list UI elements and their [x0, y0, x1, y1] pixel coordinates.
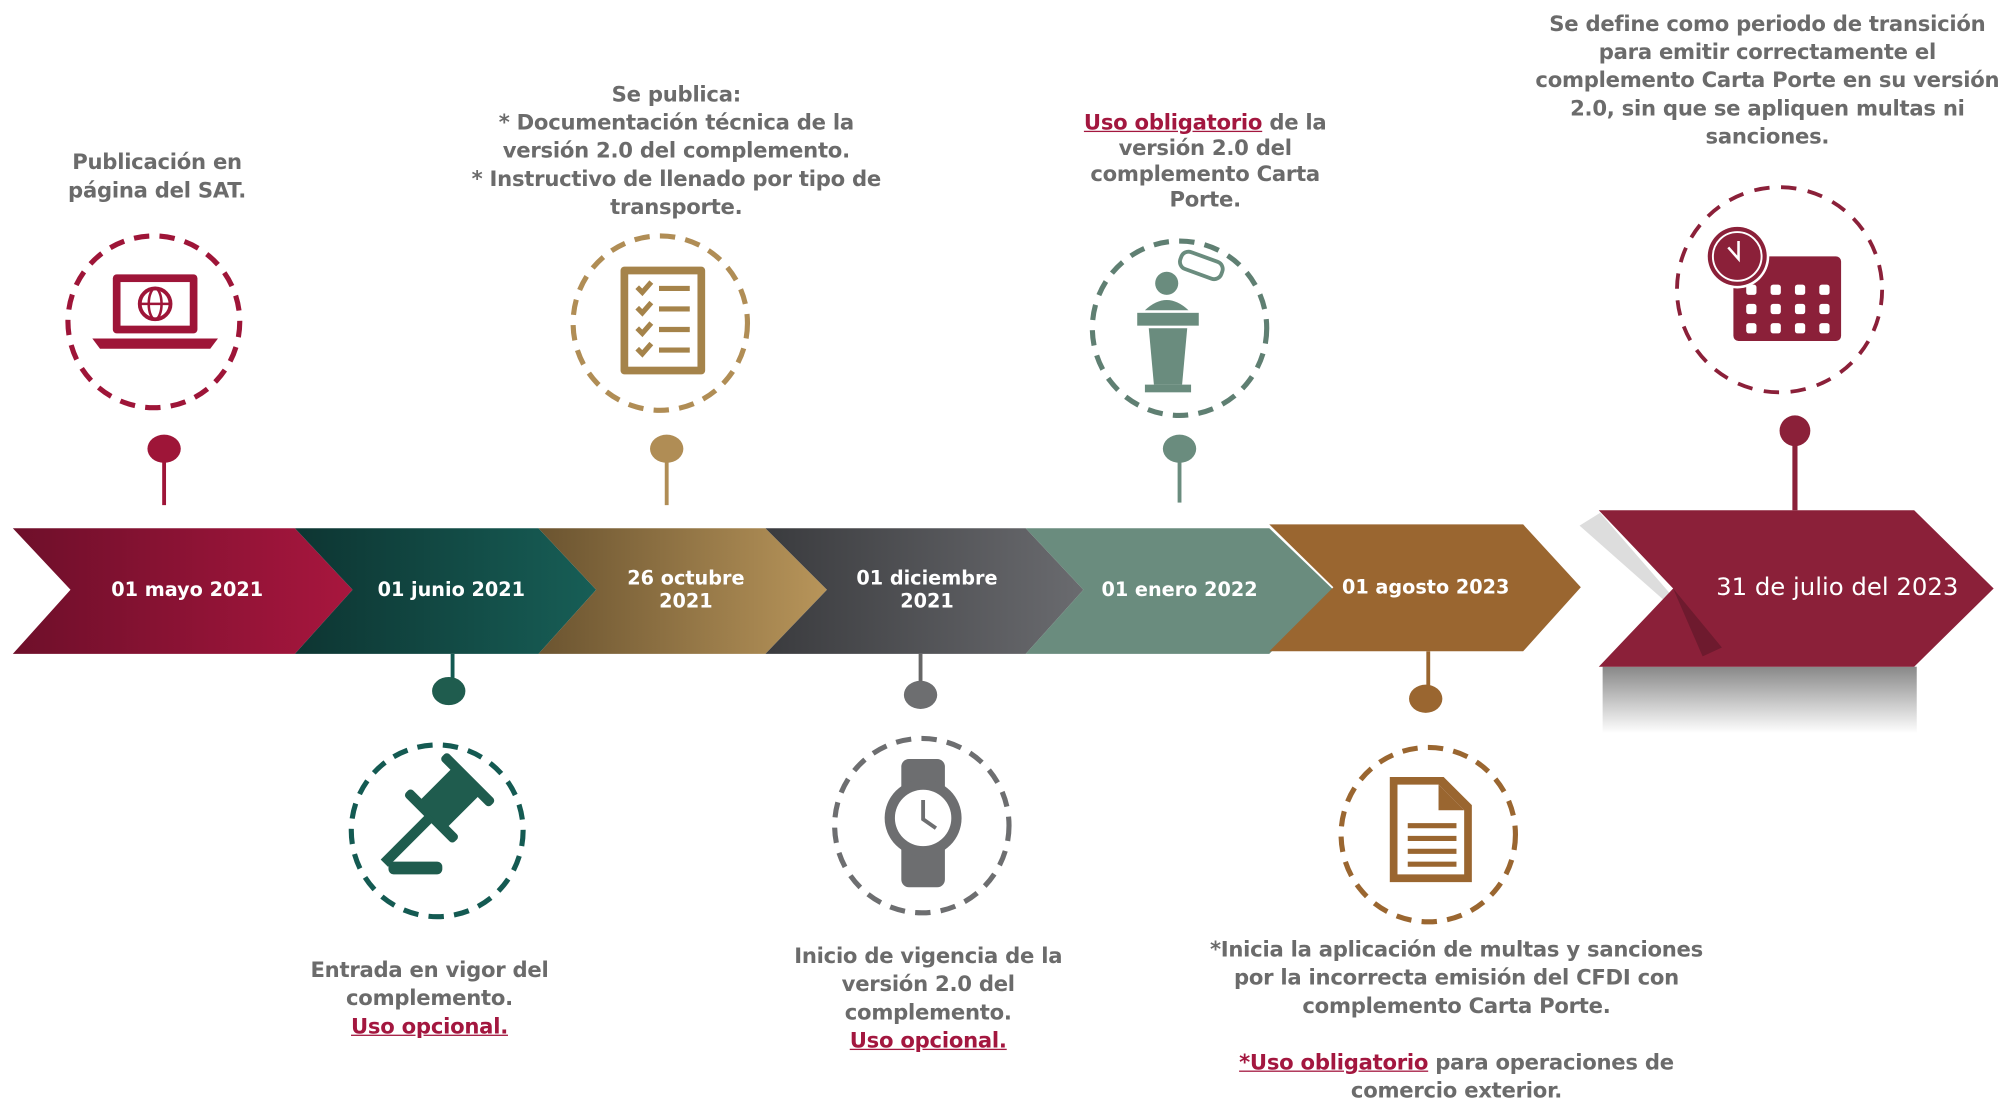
gavel-icon	[348, 742, 526, 920]
date-line: 2021	[900, 589, 954, 613]
description-26-octubre: Se publica: * Documentación técnica de l…	[430, 81, 924, 222]
chevron-01-diciembre	[765, 528, 1084, 654]
pin-brown	[1409, 651, 1443, 713]
date-label-31-julio: 31 de julio del 2023	[1716, 573, 1959, 602]
calendar-clock-icon	[1675, 185, 1885, 395]
chevron-01-mayo	[12, 528, 353, 654]
date-label-01-junio: 01 junio 2021	[377, 578, 526, 602]
description-intro: Se publica:	[611, 82, 742, 107]
description-text: *Inicia la aplicación de multas y sancio…	[1209, 937, 1703, 1018]
description-text: para operaciones de comercio exterior.	[1350, 1050, 1674, 1103]
chevron-01-enero	[1025, 528, 1334, 654]
date-label-01-mayo: 01 mayo 2021	[111, 578, 264, 602]
description-01-diciembre: Inicio de vigencia de la versión 2.0 del…	[780, 942, 1077, 1055]
description-01-enero: Uso obligatorio de la versión 2.0 del co…	[1071, 110, 1340, 213]
date-label-01-agosto: 01 agosto 2023	[1341, 575, 1510, 599]
laptop-globe-icon	[65, 233, 243, 411]
date-line: 26 octubre	[627, 566, 745, 590]
uso-obligatorio-link[interactable]: Uso obligatorio	[1083, 110, 1263, 135]
checklist-icon	[570, 233, 751, 413]
uso-opcional-link[interactable]: Uso opcional.	[351, 1014, 508, 1039]
chevron-01-agosto	[1269, 524, 1581, 652]
pin-teal	[432, 653, 466, 706]
description-31-julio: Se define como periodo de transición par…	[1535, 11, 2000, 149]
chevron-26-octubre	[538, 528, 827, 654]
pin-final	[1779, 415, 1811, 511]
date-line: 2021	[659, 589, 713, 613]
description-01-mayo: Publicación en página del SAT.	[68, 150, 247, 203]
description-01-junio: Entrada en vigor del complemento. Uso opc…	[308, 956, 552, 1041]
description-01-agosto: *Inicia la aplicación de multas y sancio…	[1205, 936, 1708, 1105]
document-icon	[1338, 744, 1519, 925]
date-line: 01 diciembre	[856, 566, 998, 590]
description-line: * Documentación técnica de la versión 2.…	[498, 110, 854, 163]
pin-red	[147, 434, 181, 506]
description-text: de la versión 2.0 del complemento Carta …	[1090, 110, 1327, 212]
date-label-01-enero: 01 enero 2022	[1101, 578, 1258, 602]
pin-sage	[1162, 434, 1197, 503]
watch-icon	[832, 735, 1012, 916]
pin-gray	[903, 653, 938, 710]
pin-gold	[650, 434, 684, 506]
description-text: Inicio de vigencia de la versión 2.0 del…	[794, 943, 1063, 1025]
description-text: Entrada en vigor del complemento.	[310, 957, 549, 1011]
uso-opcional-link[interactable]: Uso opcional.	[849, 1028, 1007, 1053]
uso-obligatorio-link[interactable]: *Uso obligatorio	[1239, 1050, 1429, 1075]
chevron-01-junio	[294, 528, 597, 654]
description-line: * Instructivo de llenado por tipo de tra…	[471, 166, 882, 220]
final-shadow	[1602, 666, 1917, 734]
podium-icon	[1089, 238, 1270, 418]
